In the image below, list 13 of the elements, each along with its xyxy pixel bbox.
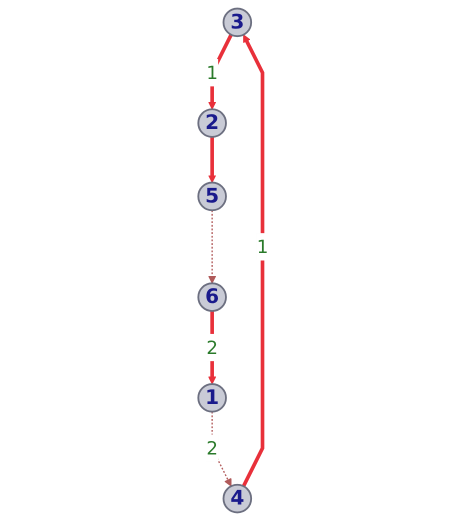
node-circle: 3 xyxy=(222,8,252,38)
edge-label: 1 xyxy=(256,236,268,258)
edge-label: 2 xyxy=(206,336,218,358)
node-circle: 5 xyxy=(197,182,227,212)
arrow xyxy=(242,34,264,488)
node-circle: 2 xyxy=(197,108,227,138)
edge-label: 1 xyxy=(206,62,218,84)
node-circle: 4 xyxy=(222,484,252,514)
arrow xyxy=(208,210,216,284)
arrow xyxy=(208,136,216,183)
edge-label: 2 xyxy=(206,437,218,460)
node-circle: 1 xyxy=(197,383,227,413)
node-circle: 6 xyxy=(197,282,227,312)
